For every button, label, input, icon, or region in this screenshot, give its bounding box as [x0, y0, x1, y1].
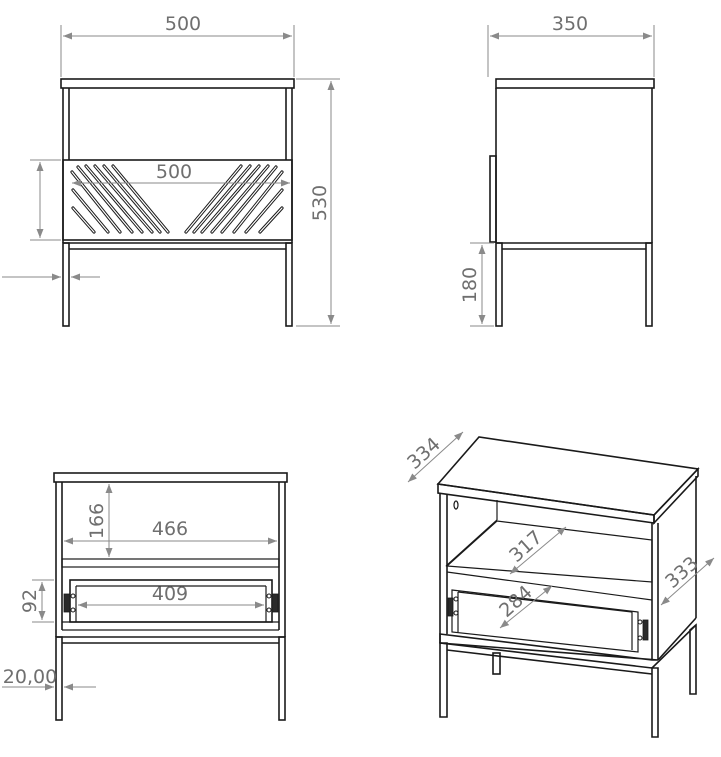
side-view: 350 180 — [459, 13, 655, 327]
side-leg-height-label: 180 — [459, 267, 481, 303]
front-left-leg — [62, 242, 70, 327]
side-depth-label: 350 — [552, 13, 588, 35]
side-back-leg — [645, 242, 653, 327]
front-height-label: 530 — [309, 185, 331, 221]
open-drawer-width-label: 409 — [152, 583, 188, 605]
iso-frame-front — [439, 633, 659, 661]
front-top-board — [60, 78, 295, 89]
open-inner-width-label: 466 — [152, 518, 188, 540]
iso-top-depth-dimension — [407, 431, 464, 483]
front-right-leg — [285, 242, 293, 327]
isometric-view: 334 317 333 284 — [403, 431, 715, 738]
iso-leg-front-left — [439, 642, 448, 718]
front-view: 500 500 530 — [2, 13, 340, 327]
front-width-label: 500 — [165, 13, 201, 35]
iso-leg-front-right — [651, 667, 659, 738]
side-drawer-front — [489, 155, 497, 243]
side-front-leg — [495, 242, 503, 327]
iso-drawer-depth-label: 284 — [495, 581, 537, 622]
open-shelf-gap-label: 166 — [86, 503, 108, 539]
open-drawer-hardware-right — [266, 593, 279, 613]
open-top-board — [53, 472, 288, 483]
iso-leg-back-left — [492, 652, 501, 675]
iso-drawer-depth-dimension — [499, 585, 553, 629]
open-middle-shelf — [61, 558, 280, 568]
iso-drawer-back — [451, 589, 639, 653]
iso-shelf-depth-dimension — [509, 526, 567, 575]
iso-middle-shelf — [445, 520, 653, 583]
open-drawer-height-label: 92 — [19, 589, 41, 613]
front-panel-label: 500 — [156, 161, 192, 183]
iso-shelf-depth-label: 317 — [505, 526, 547, 567]
iso-leg-back-right — [689, 623, 697, 695]
front-drawer-panel — [62, 159, 293, 241]
open-leg-label: 20,00 — [3, 666, 57, 688]
front-open-view: 166 466 92 409 20,00 — [2, 472, 288, 721]
iso-top-depth-label: 334 — [403, 433, 445, 474]
iso-top-side-edge — [653, 467, 699, 526]
side-top-board — [495, 78, 655, 89]
open-right-leg — [278, 636, 286, 721]
iso-top-front-edge — [437, 483, 655, 524]
iso-hole — [453, 500, 459, 510]
front-slats-left — [70, 164, 170, 234]
open-drawer-hardware-left — [63, 593, 76, 613]
iso-drawer-hardware-left — [447, 596, 459, 617]
front-slats-right — [184, 164, 284, 234]
iso-frame-bottom — [439, 642, 653, 669]
open-left-leg — [55, 636, 63, 721]
iso-side-depth-dimension — [660, 557, 715, 606]
iso-drawer-hardware-right — [637, 619, 649, 641]
